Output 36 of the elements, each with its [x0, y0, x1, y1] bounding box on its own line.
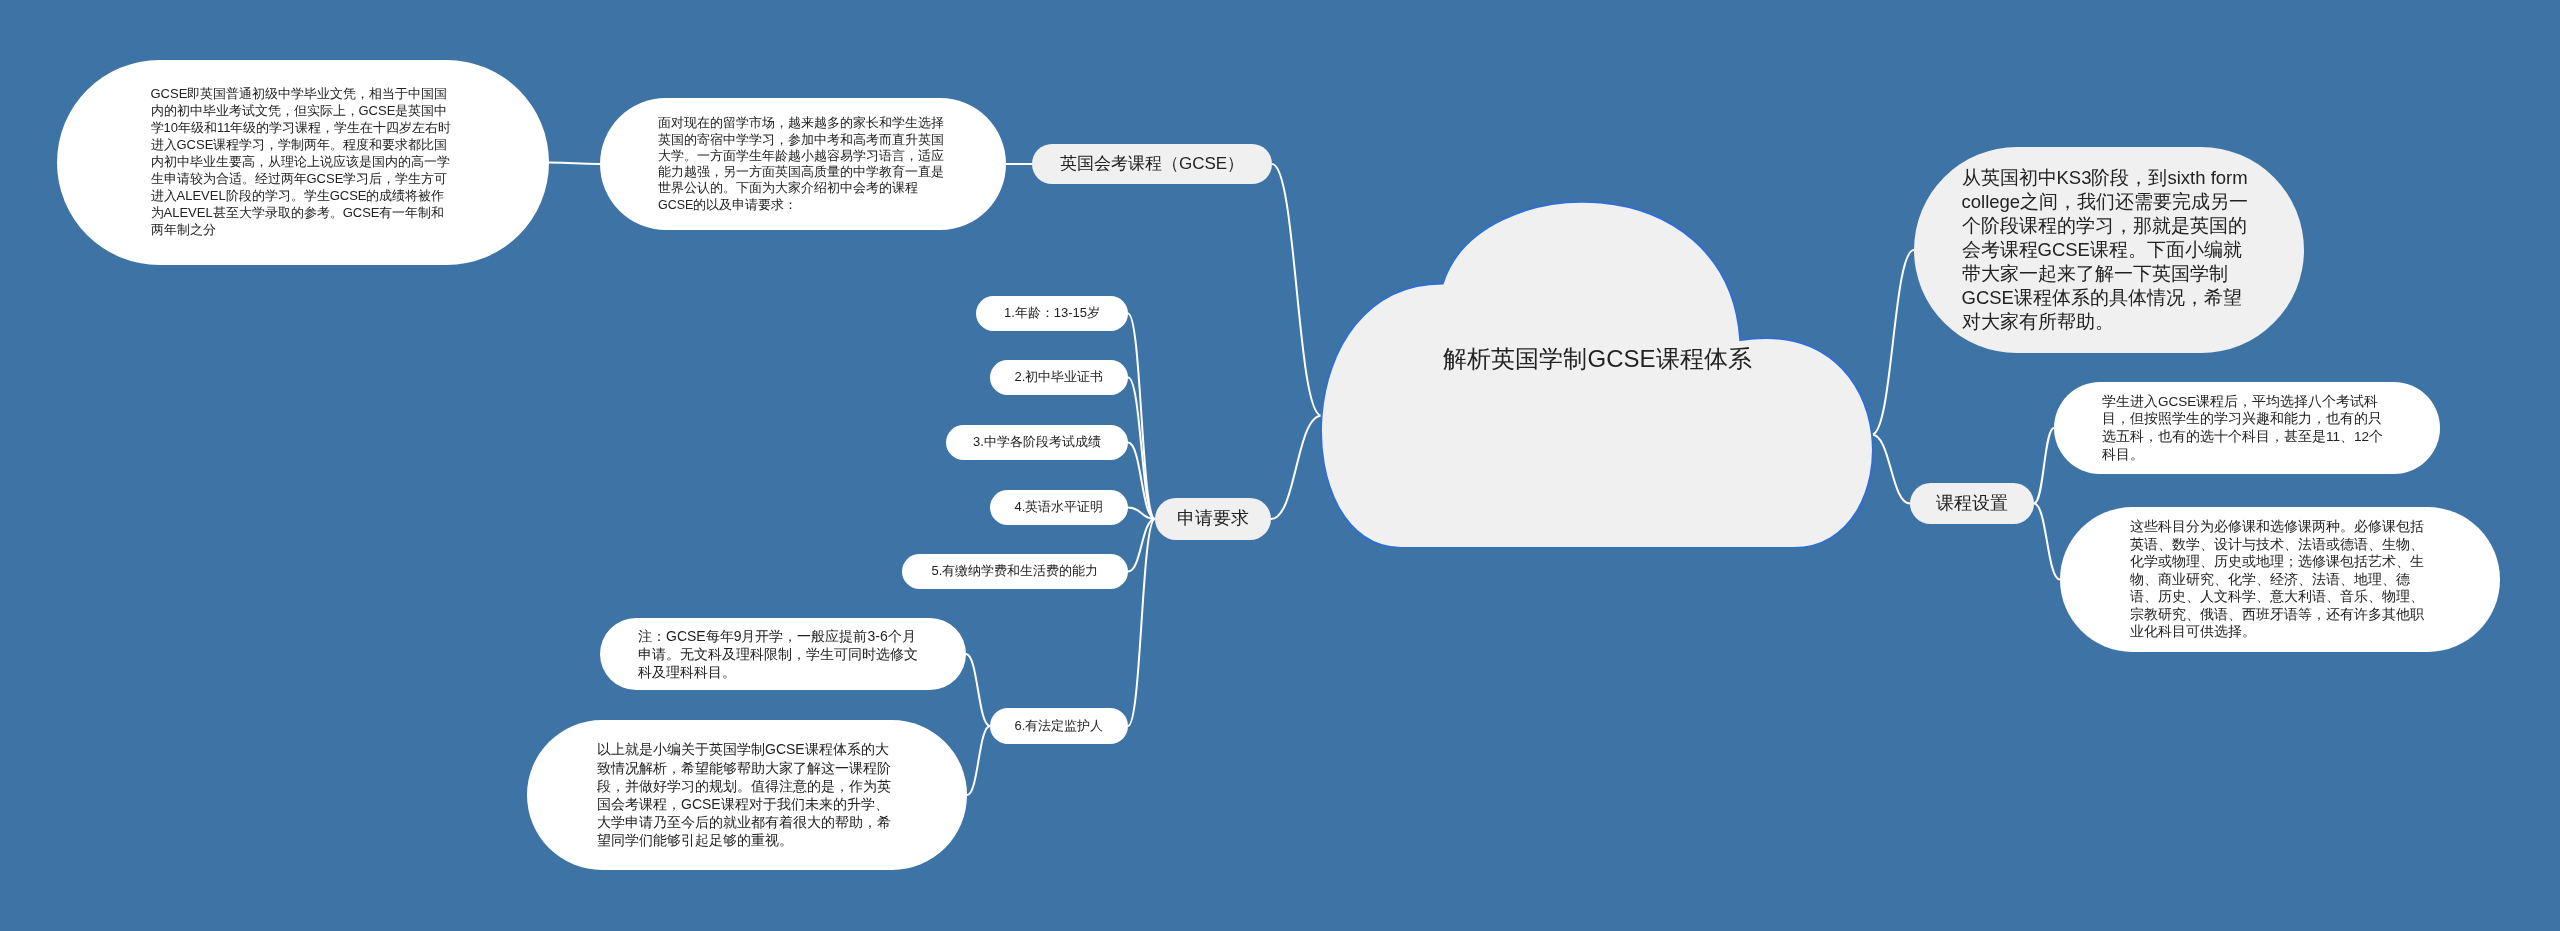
- topic-pill: [990, 708, 1128, 744]
- connector-line: [965, 653, 991, 727]
- node-text: 3.中学各阶段考试成绩: [972, 434, 1102, 451]
- node-text: 申请要求: [1176, 507, 1250, 531]
- connector-line: [2033, 502, 2061, 581]
- topic-pill: [1910, 483, 2034, 524]
- topic-pill: [990, 360, 1128, 395]
- node-text: 5.有缴纳学费和生活费的能力: [930, 563, 1100, 580]
- connector-line: [1005, 163, 1033, 165]
- node-text: GCSE即英国普通初级中学毕业文凭，相当于中国国内的初中毕业考试文凭，但实际上，GCSE是英国中学10年级和11年级的学习课程，学生在十四岁左右时进入GCSE课程学习，学制两年。程度和要求都比国内初中毕业生要高，从理论上说应该是国内的高一学生申请较为合适。经过两年GCSE学习后，学生方可进入ALEVEL阶段的学习。学生GCSE的成绩将被作为ALEVEL甚至大学录取的参考。GCSE有一年制和两年制之分: [150, 86, 453, 239]
- node-text: 解析英国学制GCSE课程体系: [1442, 344, 1753, 375]
- topic-pill: [902, 554, 1128, 589]
- connector-line: [1127, 518, 1156, 573]
- node-text: 面对现在的留学市场，越来越多的家长和学生选择英国的寄宿中学学习，参加中考和高考而直升英国大学。一方面学生年龄越小越容易学习语言，适应能力越强，另一方面英国高质量的中学教育一直是世界公认的。下面为大家介绍初中会考的课程GCSE的以及申请要求：: [658, 115, 945, 213]
- topic-pill: [946, 425, 1128, 460]
- node-text: 英国会考课程（GCSE）: [1058, 152, 1246, 175]
- node-text: 以上就是小编关于英国学制GCSE课程体系的大致情况解析，希望能够帮助大家了解这一课程阶段，并做好学习的规划。值得注意的是，作为英国会考课程，GCSE课程对于我们未来的升学、大学申请乃至今后的就业都有着很大的帮助，希望同学们能够引起足够的重视。: [597, 740, 892, 850]
- connector-line: [1127, 312, 1156, 520]
- node-text: 课程设置: [1935, 491, 2009, 515]
- node-text: 从英国初中KS3阶段，到sixth form college之间，我们还需要完成另一个阶段课程的学习，那就是英国的会考课程GCSE课程。下面小编就带大家一起来了解一下英国学制GCSE课程体系的具体情况，希望对大家有所帮助。: [1961, 165, 2250, 335]
- node-text: 6.有法定监护人: [1013, 717, 1105, 735]
- connector-line: [966, 725, 991, 796]
- node-text: 注：GCSE每年9月开学，一般应提前3-6个月申请。无文科及理科限制，学生可同时选修文科及理科科目。: [638, 626, 919, 682]
- node-text: 这些科目分为必修课和选修课两种。必修课包括英语、数学、设计与技术、法语或德语、生物、化学或物理、历史或地理；选修课包括艺术、生物、商业研究、化学、经济、法语、地理、德语、历史、人文科学、意大利语、音乐、物理、宗教研究、俄语、西班牙语等，还有许多其他职业化科目可供选择。: [2130, 518, 2425, 641]
- node-text: 学生进入GCSE课程后，平均选择八个考试科目，但按照学生的学习兴趣和能力，也有的只选五科，也有的选十个科目，甚至是11、12个科目。: [2102, 392, 2385, 464]
- connector-line: [2033, 427, 2055, 505]
- node-text: 2.初中毕业证书: [1013, 369, 1105, 386]
- node-text: 4.英语水平证明: [1013, 499, 1105, 516]
- topic-pill: [1032, 144, 1272, 184]
- connector-line: [1127, 376, 1156, 520]
- connector-line: [548, 161, 601, 165]
- topic-pill: [1155, 498, 1271, 540]
- topic-pill: [990, 490, 1128, 525]
- connector-line: [1127, 518, 1156, 727]
- topic-pill: [976, 296, 1128, 331]
- node-text: 1.年龄：13-15岁: [1002, 305, 1102, 322]
